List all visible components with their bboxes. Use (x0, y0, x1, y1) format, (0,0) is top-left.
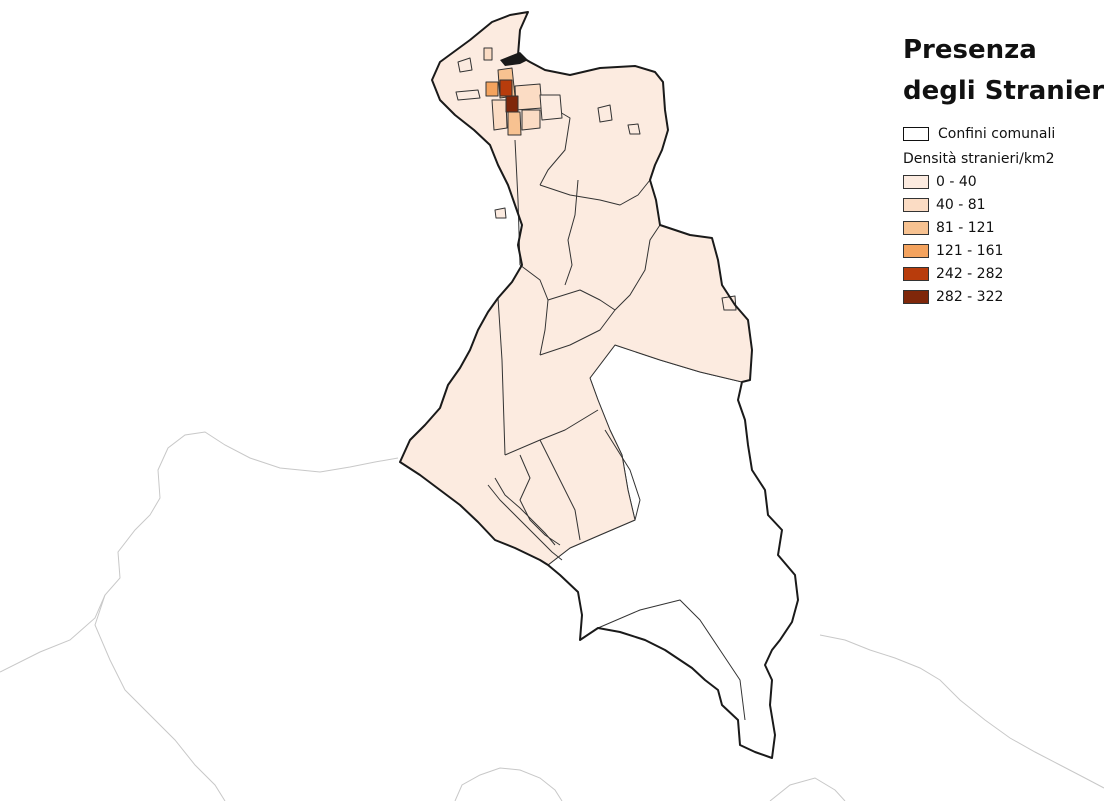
legend-class-label: 40 - 81 (936, 196, 986, 213)
legend-item-class-5: 282 - 322 (903, 285, 1098, 308)
legend-item-class-2: 81 - 121 (903, 216, 1098, 239)
legend-item-class-4: 242 - 282 (903, 262, 1098, 285)
section-282-322 (505, 95, 519, 113)
legend-class-label: 121 - 161 (936, 242, 1004, 259)
class-swatch (903, 243, 929, 258)
legend-density-heading: Densità stranieri/km2 (903, 151, 1055, 167)
class-swatch (903, 220, 929, 235)
class-swatch (903, 266, 929, 281)
municipal-boundary (399, 11, 799, 759)
legend-boundary-label: Confini comunali (938, 125, 1056, 142)
map-legend: Presenza degli Stranieri Confini comunal… (903, 30, 1104, 308)
legend-class-label: 81 - 121 (936, 219, 995, 236)
class-swatch (903, 174, 929, 189)
boundary-swatch (903, 126, 929, 141)
legend-item-class-0: 0 - 40 (903, 170, 1098, 193)
legend-item-class-1: 40 - 81 (903, 193, 1098, 216)
census-sections (399, 11, 799, 759)
legend-class-label: 282 - 322 (936, 288, 1004, 305)
legend-item-class-3: 121 - 161 (903, 239, 1098, 262)
legend-class-label: 0 - 40 (936, 173, 977, 190)
class-swatch (903, 289, 929, 304)
legend-title-line2: degli Stranieri (903, 76, 1104, 106)
class-swatch (903, 197, 929, 212)
legend-title-line1: Presenza (903, 35, 1037, 65)
legend-item-boundary: Confini comunali (903, 122, 1098, 145)
harbour-icon (500, 52, 528, 66)
legend-title: Presenza degli Stranieri (903, 30, 1104, 112)
section-242-282 (499, 79, 513, 97)
legend-class-label: 242 - 282 (936, 265, 1004, 282)
neighbouring-boundaries (0, 431, 1104, 801)
